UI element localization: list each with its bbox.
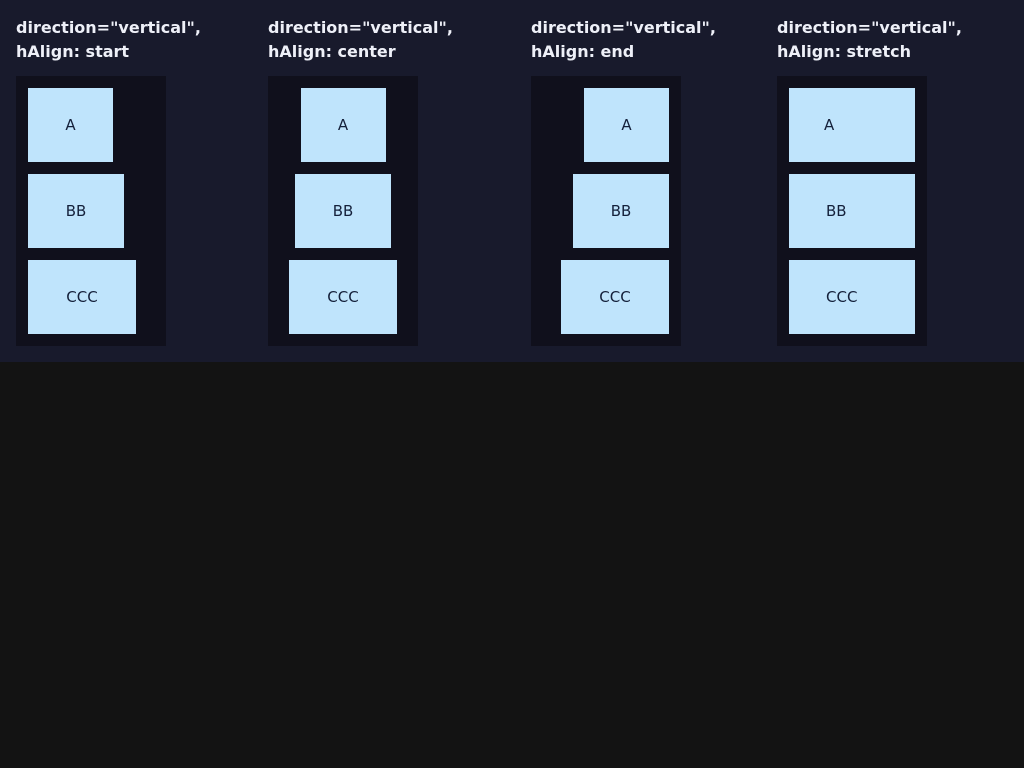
demo-stage: direction="vertical", hAlign: start A BB…: [0, 0, 1024, 362]
stack-item-bb: BB: [295, 174, 391, 248]
stack-item-label: A: [824, 116, 835, 134]
demo-column-start: direction="vertical", hAlign: start: [16, 16, 201, 64]
column-title-line1: direction="vertical",: [16, 18, 201, 37]
column-title-line1: direction="vertical",: [268, 18, 453, 37]
demo-column-center: direction="vertical", hAlign: center: [268, 16, 453, 64]
column-title-line2: hAlign: start: [16, 42, 130, 61]
column-title-line2: hAlign: end: [531, 42, 635, 61]
demo-column-end: direction="vertical", hAlign: end: [531, 16, 716, 64]
column-title-line1: direction="vertical",: [531, 18, 716, 37]
stack-item-ccc: CCC: [789, 260, 915, 334]
stack-item-a: A: [789, 88, 915, 162]
stack-item-ccc: CCC: [28, 260, 136, 334]
stack-item-bb: BB: [28, 174, 124, 248]
demo-column-stretch: direction="vertical", hAlign: stretch: [777, 16, 962, 64]
column-title-line1: direction="vertical",: [777, 18, 962, 37]
stack-container-end: A BB CCC: [531, 76, 681, 346]
stack-container-center: A BB CCC: [268, 76, 418, 346]
stack-item-ccc: CCC: [289, 260, 397, 334]
stack-item-bb: BB: [573, 174, 669, 248]
stack-item-bb: BB: [789, 174, 915, 248]
column-title-line2: hAlign: stretch: [777, 42, 911, 61]
stack-container-stretch: A BB CCC: [777, 76, 927, 346]
stack-item-a: A: [584, 88, 669, 162]
stack-item-ccc: CCC: [561, 260, 669, 334]
stack-item-a: A: [300, 88, 386, 162]
stack-container-start: A BB CCC: [16, 76, 166, 346]
column-title-line2: hAlign: center: [268, 42, 396, 61]
stack-item-a: A: [28, 88, 113, 162]
stack-item-label: BB: [826, 202, 847, 220]
stack-item-label: CCC: [826, 288, 858, 306]
